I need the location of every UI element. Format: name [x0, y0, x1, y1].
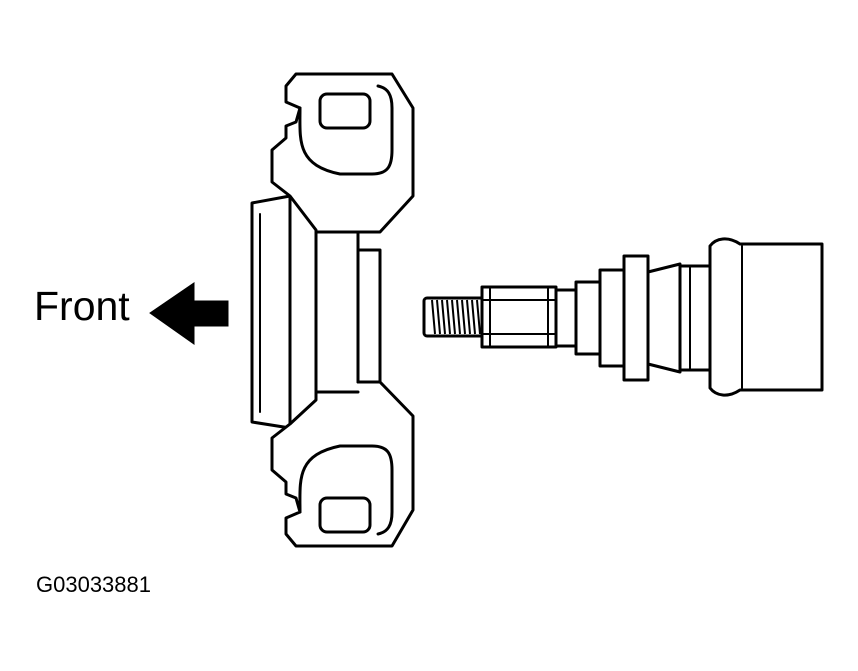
thread-line — [466, 299, 471, 335]
thread-line — [451, 299, 456, 335]
figure-code: G03033881 — [36, 572, 151, 597]
thread-line — [441, 299, 446, 335]
thread-line — [471, 299, 476, 335]
thread-line — [436, 299, 441, 335]
thread-line — [456, 299, 461, 335]
flange-yoke — [250, 72, 415, 548]
arrow-left-icon — [149, 282, 229, 345]
thread-line — [446, 299, 451, 335]
thread-line — [431, 299, 436, 335]
output-shaft — [422, 237, 824, 397]
thread-line — [461, 299, 466, 335]
front-label: Front — [34, 283, 130, 329]
thread-line — [476, 299, 481, 335]
